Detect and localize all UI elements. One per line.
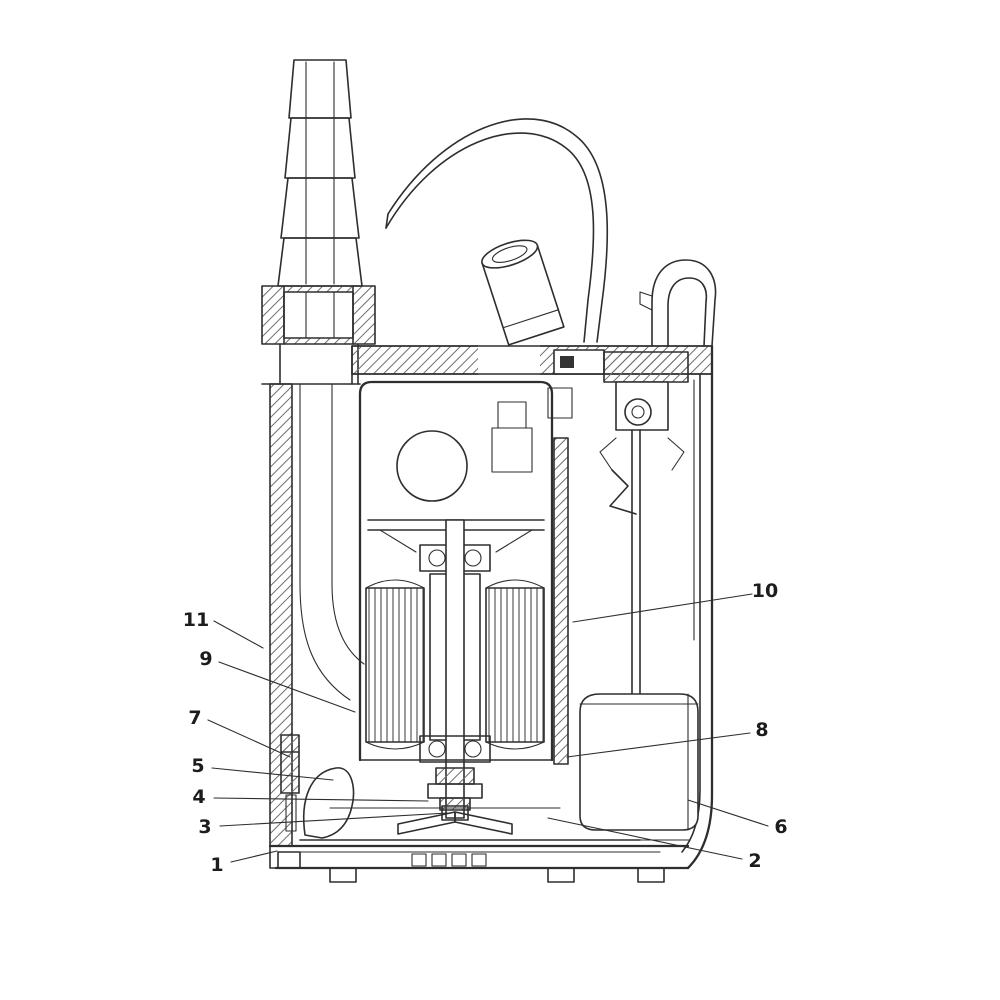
base-plate — [268, 844, 690, 883]
callout-9: 9 — [199, 648, 212, 670]
float-switch-assembly — [547, 351, 689, 765]
callout-5: 5 — [191, 755, 204, 777]
callout-11: 11 — [183, 609, 209, 631]
callout-labels: 1 2 3 4 5 6 7 8 9 10 11 — [183, 580, 788, 876]
callout-4: 4 — [192, 786, 205, 808]
power-cable-icon — [385, 118, 609, 343]
discharge-hose-connector-icon — [261, 59, 376, 385]
callout-6: 6 — [774, 816, 787, 838]
callout-10: 10 — [752, 580, 778, 602]
callout-3: 3 — [198, 816, 211, 838]
carry-handle-icon — [639, 259, 717, 347]
callout-7: 7 — [188, 707, 201, 729]
motor-assembly — [358, 380, 554, 819]
float-body — [559, 693, 699, 841]
callout-leader-lines — [207, 593, 769, 863]
callout-2: 2 — [748, 850, 761, 872]
callout-1: 1 — [210, 854, 223, 876]
cable-gland-icon — [481, 239, 565, 346]
pump-casing — [261, 344, 714, 870]
callout-8: 8 — [755, 719, 768, 741]
